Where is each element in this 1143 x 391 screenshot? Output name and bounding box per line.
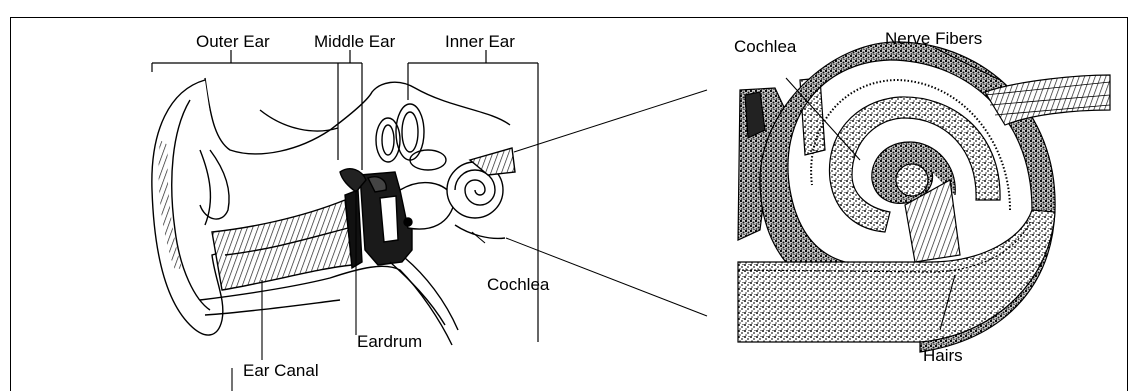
label-nerve-fibers: Nerve Fibers (885, 30, 982, 47)
label-ear-canal: Ear Canal (243, 362, 319, 379)
ear-cross-section (152, 78, 515, 345)
label-cochlea-right: Cochlea (734, 38, 796, 55)
label-cochlea-left: Cochlea (487, 276, 549, 293)
cochlea-detail (738, 42, 1110, 352)
label-hairs: Hairs (923, 347, 963, 364)
label-inner-ear: Inner Ear (445, 33, 515, 50)
label-outer-ear: Outer Ear (196, 33, 270, 50)
label-eardrum: Eardrum (357, 333, 422, 350)
label-middle-ear: Middle Ear (314, 33, 395, 50)
